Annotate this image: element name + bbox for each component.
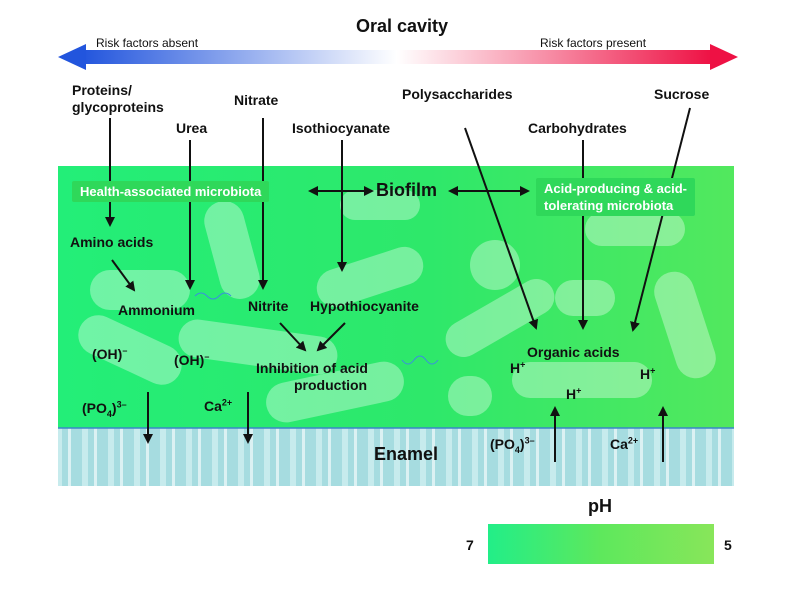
input-sucrose: Sucrose: [654, 86, 710, 102]
acid-box-line1: Acid-producing & acid-: [544, 181, 687, 196]
health-microbiota-box: Health-associated microbiota: [72, 181, 270, 202]
hydroxide-ion-1: (OH)–: [92, 345, 128, 362]
organic-acids-label: Organic acids: [527, 344, 620, 360]
calcium-ion-right: Ca2+: [610, 435, 639, 452]
proton-3: H+: [640, 365, 656, 382]
ph-label: pH: [588, 496, 612, 516]
inhibition-line2: production: [294, 377, 368, 393]
input-glycoproteins: glycoproteins: [72, 99, 164, 115]
enamel-layer: [58, 428, 734, 486]
input-nitrate: Nitrate: [234, 92, 279, 108]
hydroxide-ion-2: (OH)–: [174, 351, 210, 368]
hypothiocyanite-label: Hypothiocyanite: [310, 298, 419, 314]
input-carbohydrates: Carbohydrates: [528, 120, 627, 136]
biofilm-label: Biofilm: [376, 180, 437, 200]
flow-arrows: [105, 107, 691, 462]
acid-box-line2: tolerating microbiota: [544, 198, 674, 213]
ph-gradient-bar: [488, 524, 714, 564]
diagram-title: Oral cavity: [356, 16, 449, 36]
risk-present-label: Risk factors present: [540, 36, 647, 50]
proton-2: H+: [566, 385, 582, 402]
acid-microbiota-box: Acid-producing & acid- tolerating microb…: [536, 178, 695, 216]
input-isothiocyanate: Isothiocyanate: [292, 120, 391, 136]
risk-gradient-arrow: [58, 44, 738, 70]
proton-1: H+: [510, 359, 526, 376]
phosphate-ion-left: (PO4)3–: [82, 399, 127, 419]
squiggle-lines: [194, 292, 439, 365]
phosphate-ion-right: (PO4)3–: [490, 435, 535, 455]
ph-left-value: 7: [466, 537, 474, 553]
input-urea: Urea: [176, 120, 208, 136]
inhibition-line1: Inhibition of acid: [256, 360, 368, 376]
calcium-ion-left: Ca2+: [204, 397, 233, 414]
amino-acids-label: Amino acids: [70, 234, 154, 250]
enamel-label: Enamel: [374, 444, 439, 464]
ph-right-value: 5: [724, 537, 732, 553]
bacteria-shapes: [78, 190, 716, 423]
ammonium-label: Ammonium: [118, 302, 195, 318]
nitrite-label: Nitrite: [248, 298, 289, 314]
input-proteins: Proteins/: [72, 82, 132, 98]
risk-absent-label: Risk factors absent: [96, 36, 199, 50]
input-polysaccharides: Polysaccharides: [402, 86, 513, 102]
